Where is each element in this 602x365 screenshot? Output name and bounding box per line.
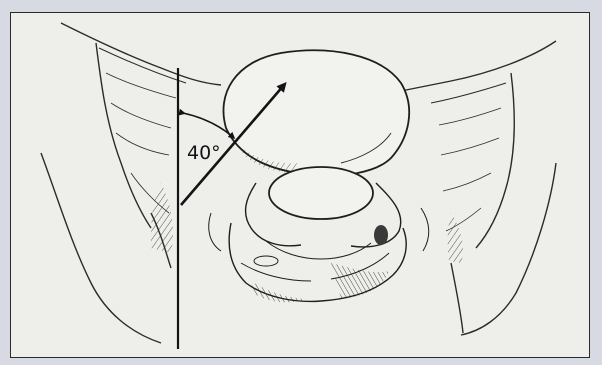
hatch-shading bbox=[151, 183, 173, 253]
illustration-canvas: 40° bbox=[10, 12, 590, 358]
angle-label: 40° bbox=[187, 142, 221, 164]
femoral-head bbox=[223, 50, 409, 175]
hatch-shading bbox=[251, 281, 306, 302]
sacral-body bbox=[269, 167, 373, 219]
right-iliac-wing bbox=[401, 41, 556, 335]
left-iliac-wing bbox=[41, 23, 221, 343]
hatch-shading bbox=[448, 213, 463, 263]
hatch-shading bbox=[331, 263, 389, 298]
pelvis-illustration: 40° bbox=[11, 13, 590, 358]
